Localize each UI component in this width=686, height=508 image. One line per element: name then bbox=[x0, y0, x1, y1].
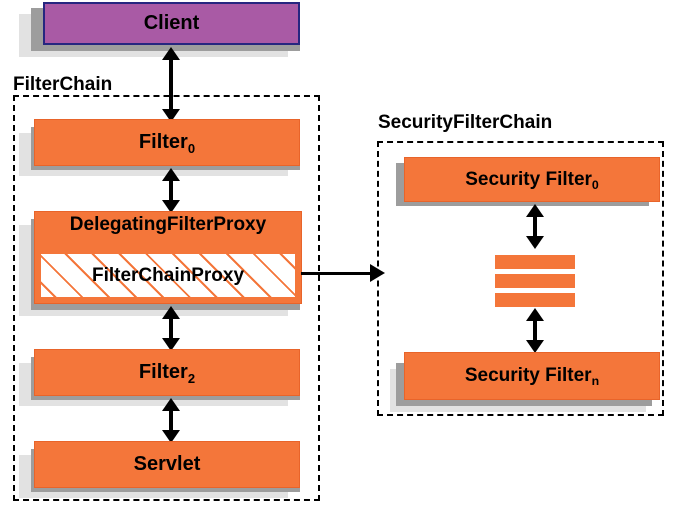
node-filter2-subscript: 2 bbox=[187, 370, 196, 386]
arrow-ellipsis-sfn-head-up bbox=[526, 308, 544, 321]
arrow-client-filter0-shaft bbox=[169, 56, 173, 114]
node-security-filter0[interactable]: Security Filter0 bbox=[404, 157, 660, 202]
node-filter2-label: Filter2 bbox=[138, 361, 196, 386]
arrow-client-filter0-head-up bbox=[162, 47, 180, 60]
node-client-label: Client bbox=[143, 12, 200, 34]
node-security-filter-n-subscript: n bbox=[591, 374, 600, 389]
arrow-ellipsis-sfn-shaft bbox=[533, 317, 537, 344]
node-security-filter-n-label: Security Filtern bbox=[464, 365, 600, 389]
arrow-dfp-filter2-head-up bbox=[162, 306, 180, 319]
node-security-filter0-subscript: 0 bbox=[591, 177, 599, 192]
arrow-sf0-ellipsis-head-up bbox=[526, 204, 544, 217]
arrow-filter0-dfp-head-down bbox=[162, 200, 180, 213]
node-filter2[interactable]: Filter2 bbox=[34, 349, 300, 396]
node-filter0-subscript: 0 bbox=[187, 140, 196, 156]
arrow-filter2-servlet-head-down bbox=[162, 430, 180, 443]
arrow-fcp-sfc-head bbox=[370, 264, 385, 282]
group-label-securityfilterchain: SecurityFilterChain bbox=[378, 112, 553, 133]
arrow-filter2-servlet-shaft bbox=[169, 407, 173, 435]
node-security-filter-n[interactable]: Security Filtern bbox=[404, 352, 660, 400]
ellipsis-bar-2 bbox=[495, 274, 575, 288]
node-delegatingfilterproxy-label: DelegatingFilterProxy bbox=[69, 214, 267, 235]
group-filterchain bbox=[13, 95, 320, 501]
arrow-client-filter0-head-down bbox=[162, 109, 180, 122]
node-filter0-label: Filter0 bbox=[138, 131, 196, 156]
arrow-sf0-ellipsis-shaft bbox=[533, 213, 537, 240]
arrow-sf0-ellipsis-head-down bbox=[526, 236, 544, 249]
node-servlet[interactable]: Servlet bbox=[34, 441, 300, 488]
node-filter0[interactable]: Filter0 bbox=[34, 119, 300, 166]
node-security-filter0-label: Security Filter0 bbox=[465, 168, 599, 192]
node-client[interactable]: Client bbox=[43, 2, 300, 45]
ellipsis-bar-1 bbox=[495, 255, 575, 269]
node-servlet-label: Servlet bbox=[133, 453, 201, 475]
arrow-fcp-sfc-shaft bbox=[301, 272, 372, 275]
group-label-filterchain: FilterChain bbox=[13, 74, 113, 95]
arrow-filter2-servlet-head-up bbox=[162, 398, 180, 411]
arrow-ellipsis-sfn-head-down bbox=[526, 340, 544, 353]
arrow-filter0-dfp-head-up bbox=[162, 168, 180, 181]
node-filterchainproxy-label: FilterChainProxy bbox=[91, 264, 245, 286]
arrow-filter0-dfp-shaft bbox=[169, 177, 173, 205]
arrow-dfp-filter2-head-down bbox=[162, 338, 180, 351]
node-filterchainproxy[interactable]: FilterChainProxy bbox=[39, 252, 297, 299]
ellipsis-bar-3 bbox=[495, 293, 575, 307]
arrow-dfp-filter2-shaft bbox=[169, 315, 173, 343]
